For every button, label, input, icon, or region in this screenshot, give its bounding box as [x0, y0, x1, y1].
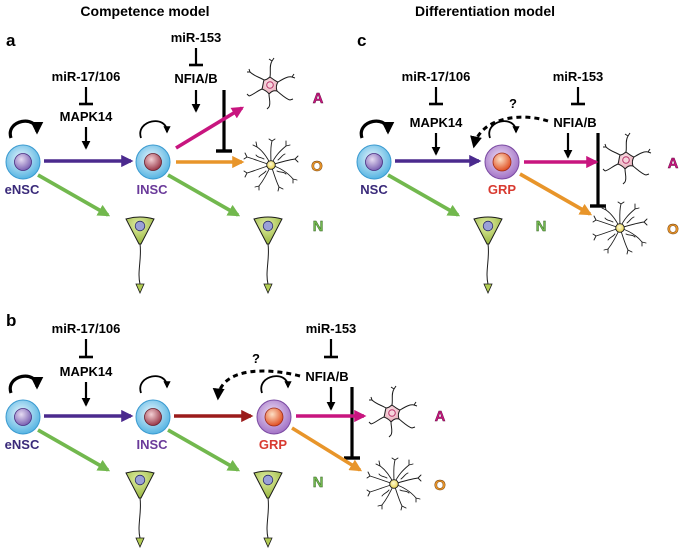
astrocyte-cell [602, 132, 652, 185]
neuron-label: N [313, 218, 324, 235]
nsc-cell [356, 144, 392, 180]
mapk14-label: MAPK14 [60, 364, 114, 379]
self-renewal-arrow [140, 376, 167, 393]
insc-cell [135, 144, 171, 180]
oligodendrocyte-cell [243, 138, 299, 192]
self-renewal-arrow [10, 376, 37, 393]
panel-label-a: a [6, 31, 16, 50]
astro-label: A [668, 155, 679, 172]
oligo-fate-arrow [291, 426, 363, 472]
astrocyte-cell [246, 57, 296, 110]
neuron-fate-arrow [167, 173, 241, 217]
panel-b: b miR-17/106 MAPK14 miR-153 NFIA/B ? eNS… [5, 311, 446, 548]
nfia-label: NFIA/B [305, 369, 348, 384]
nfia-label: NFIA/B [553, 115, 596, 130]
oligo-label: O [434, 477, 446, 494]
neuron-cell [125, 216, 155, 294]
title-differentiation-model: Differentiation model [415, 3, 555, 19]
self-renewal-arrow [10, 121, 37, 138]
neuron-cell [253, 470, 283, 548]
oligo-label: O [311, 158, 323, 175]
insc-label: INSC [136, 437, 168, 452]
nfia-label: NFIA/B [174, 71, 217, 86]
neuron-cell [473, 216, 503, 294]
neuron-fate-arrow [387, 173, 461, 217]
panel-label-b: b [6, 311, 16, 330]
astro-fate-arrow [175, 106, 245, 150]
nsc-label: NSC [360, 182, 388, 197]
neuron-fate-arrow [37, 173, 111, 217]
neuron-cell [125, 470, 155, 548]
ensc-label: eNSC [5, 437, 40, 452]
neuron-label: N [536, 218, 547, 235]
oligodendrocyte-cell [592, 201, 648, 255]
ensc-label: eNSC [5, 182, 40, 197]
ensc-cell [5, 144, 41, 180]
question-mark: ? [509, 96, 517, 111]
mir17-label: miR-17/106 [402, 69, 471, 84]
feedback-dashed-arrow [212, 369, 301, 401]
grp-label: GRP [259, 437, 288, 452]
self-renewal-arrow [361, 121, 388, 138]
mir17-label: miR-17/106 [52, 69, 121, 84]
insc-label: INSC [136, 182, 168, 197]
insc-cell [135, 399, 171, 435]
oligodendrocyte-cell [366, 457, 422, 511]
mapk14-label: MAPK14 [60, 109, 114, 124]
grp-label: GRP [488, 182, 517, 197]
mir153-label: miR-153 [306, 321, 357, 336]
mir153-label: miR-153 [171, 30, 222, 45]
neuron-fate-arrow [37, 428, 111, 472]
ensc-cell [5, 399, 41, 435]
oligo-fate-arrow [519, 172, 593, 216]
grp-cell [484, 144, 520, 180]
grp-cell [256, 399, 292, 435]
neuron-cell [253, 216, 283, 294]
neuron-fate-arrow [167, 428, 241, 472]
astrocyte-cell [368, 385, 418, 438]
title-competence-model: Competence model [80, 3, 209, 19]
panel-c: c miR-17/106 MAPK14 miR-153 NFIA/B ? NSC… [356, 31, 679, 294]
feedback-dashed-arrow [470, 115, 549, 149]
mapk14-label: MAPK14 [410, 115, 464, 130]
neuron-label: N [313, 474, 324, 491]
self-renewal-arrow [261, 376, 288, 393]
astro-label: A [435, 408, 446, 425]
question-mark: ? [252, 351, 260, 366]
panel-label-c: c [357, 31, 366, 50]
oligo-label: O [667, 221, 679, 238]
mir153-label: miR-153 [553, 69, 604, 84]
panel-a: a miR-17/106 MAPK14 miR-153 NFIA/B eNSC … [5, 30, 324, 294]
astro-label: A [313, 90, 324, 107]
mir17-label: miR-17/106 [52, 321, 121, 336]
self-renewal-arrow [140, 121, 167, 138]
